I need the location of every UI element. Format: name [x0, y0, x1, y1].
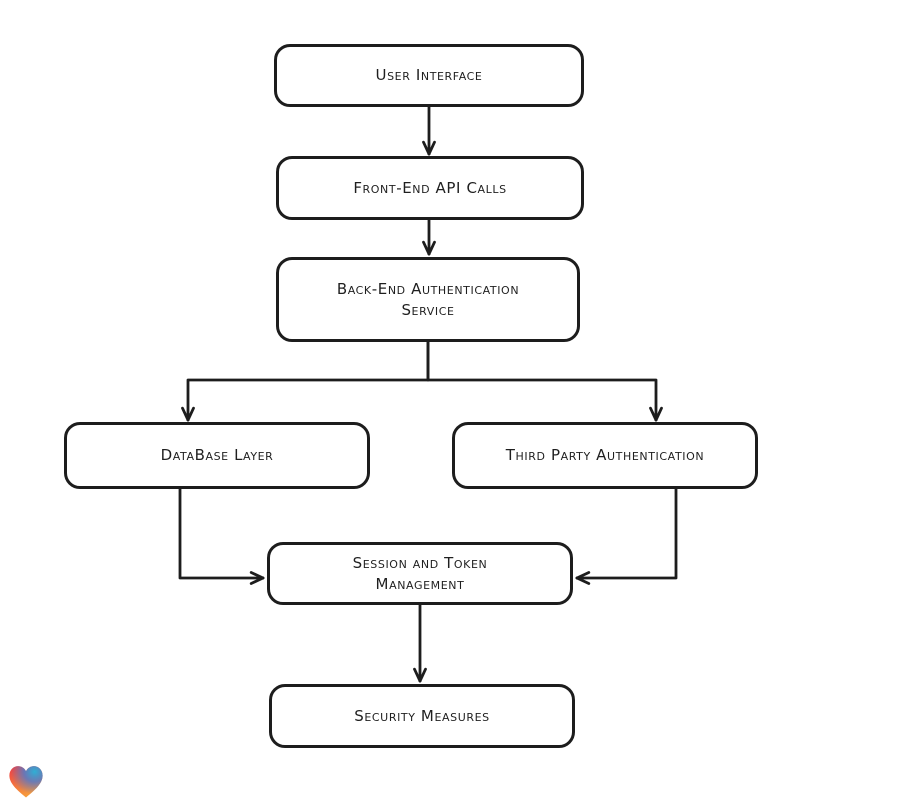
node-front-end-api-calls: Front-End API Calls: [276, 156, 584, 220]
node-session-and-token-management-label-line1: Session and Token: [352, 553, 488, 572]
edge-session-to-security-arrowhead: [413, 667, 422, 683]
node-back-end-authentication-service-label-line2: Service: [401, 300, 455, 319]
lovable-heart-logo[interactable]: [7, 762, 45, 802]
edge-ui-to-frontend-arrowhead: [422, 140, 431, 156]
node-back-end-authentication-service: Back-End Authentication Service: [276, 257, 580, 342]
edge-ui-to-frontend-arrowhead: [427, 140, 436, 156]
edge-backend-to-database-arrowhead: [186, 406, 195, 422]
node-database-layer: DataBase Layer: [64, 422, 370, 489]
node-session-and-token-management-label-line2: Management: [375, 574, 465, 593]
edge-session-to-security-arrowhead: [418, 667, 427, 683]
edge-thirdparty-to-session-arrowhead: [575, 571, 591, 580]
edge-backend-to-database-arrowhead: [181, 406, 190, 422]
edge-thirdparty-to-session-arrowhead: [575, 576, 591, 585]
node-third-party-authentication: Third Party Authentication: [452, 422, 758, 489]
edge-backend-to-thirdparty: [426, 340, 658, 422]
node-front-end-api-calls-label: Front-End API Calls: [353, 178, 507, 197]
node-back-end-authentication-service-label-line1: Back-End Authentication: [336, 279, 520, 298]
edge-frontend-to-backend-arrowhead: [427, 240, 436, 256]
node-third-party-authentication-label: Third Party Authentication: [505, 446, 705, 464]
edge-backend-to-thirdparty-arrowhead: [654, 406, 663, 422]
node-user-interface: User Interface: [274, 44, 584, 107]
heart-icon: [9, 766, 43, 798]
edge-database-to-session-arrowhead: [249, 571, 265, 580]
node-user-interface-label: User Interface: [375, 66, 483, 84]
edge-database-to-session: [178, 487, 265, 580]
edge-backend-to-thirdparty-arrowhead: [649, 406, 658, 422]
node-database-layer-label: DataBase Layer: [160, 446, 274, 464]
edge-backend-to-database: [186, 340, 430, 422]
node-security-measures: Security Measures: [269, 684, 575, 748]
edge-database-to-session-arrowhead: [249, 576, 265, 585]
node-session-and-token-management: Session and Token Management: [267, 542, 573, 605]
node-security-measures-label: Security Measures: [354, 706, 490, 725]
edge-thirdparty-to-session: [575, 487, 678, 580]
edge-frontend-to-backend-arrowhead: [422, 240, 431, 256]
